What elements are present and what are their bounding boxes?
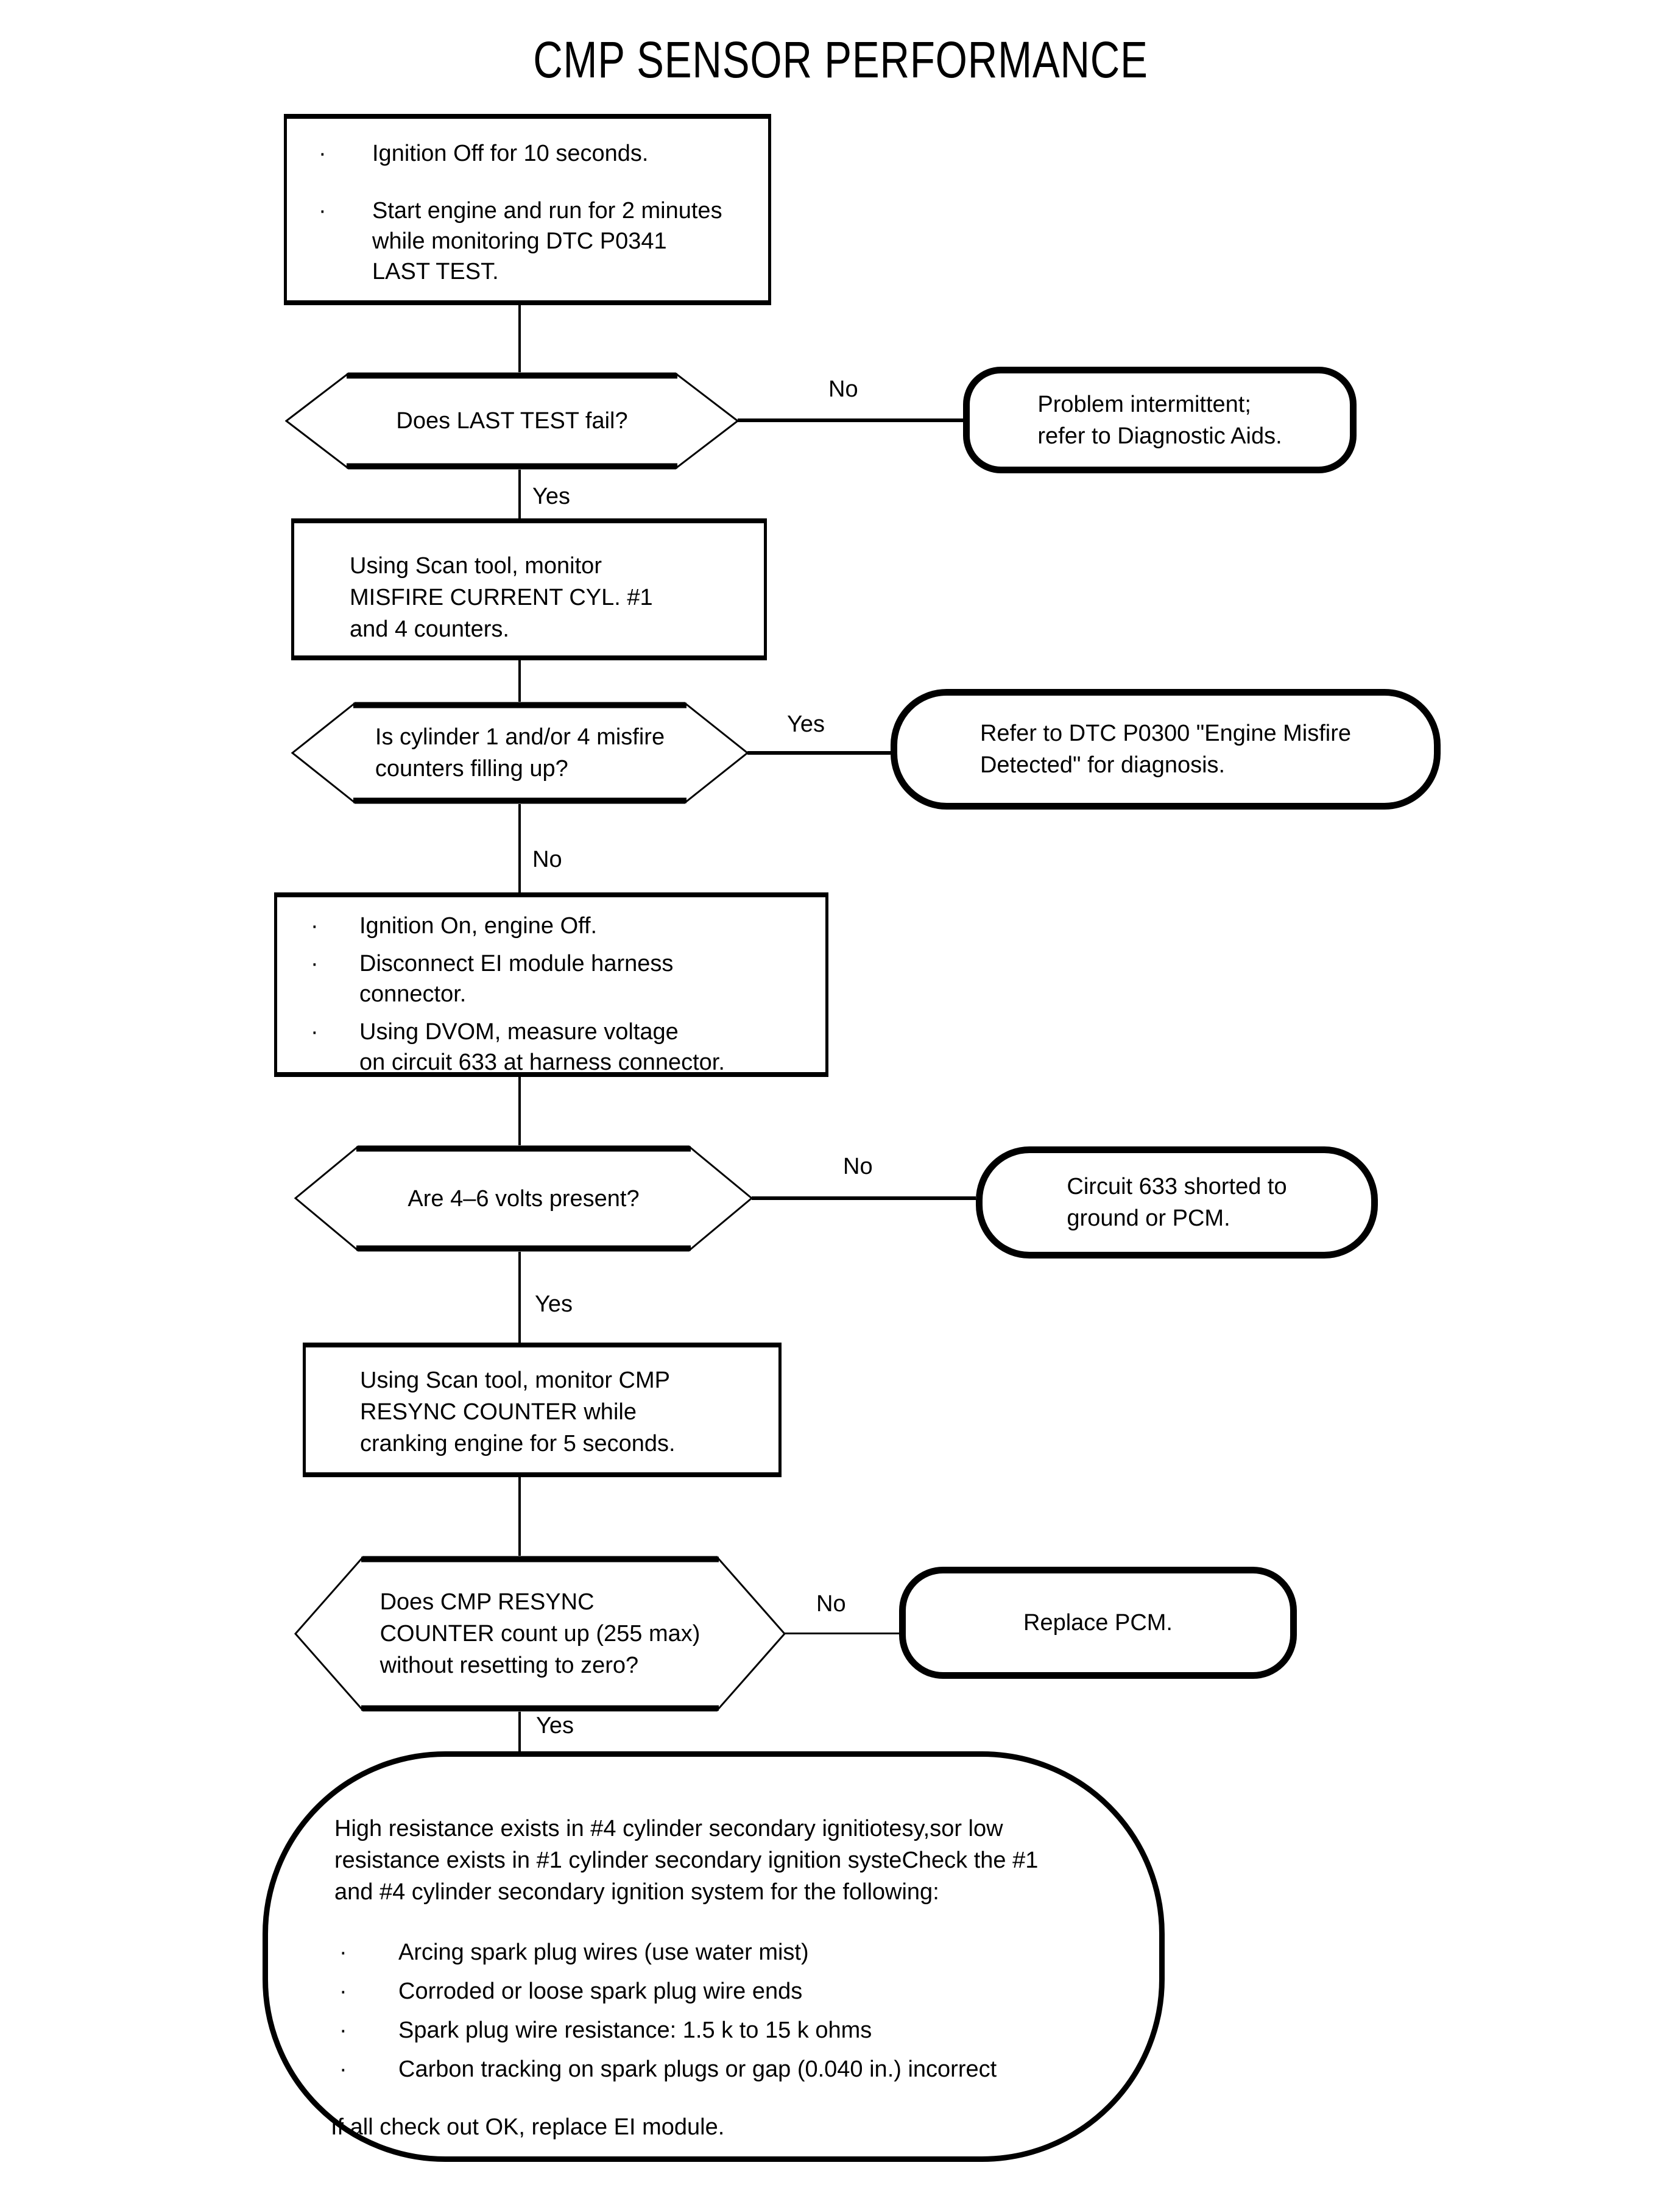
decision4-line1: Does CMP RESYNC: [379, 1589, 595, 1615]
step2-line3: and 4 counters.: [350, 616, 509, 642]
step1-bullet1-line1: Ignition Off for 10 seconds.: [372, 141, 649, 166]
bullet-item: · Spark plug wire resistance: 1.5 k to 1…: [339, 2015, 1159, 2054]
bullet-dot: ·: [319, 141, 326, 166]
bullet-dot: ·: [311, 1019, 319, 1045]
step4-line1: Using Scan tool, monitor CMP: [360, 1368, 670, 1393]
page-title-text: CMP SENSOR PERFORMANCE: [533, 31, 1148, 88]
connector-line: [518, 1077, 521, 1145]
step4-line2: RESYNC COUNTER while: [360, 1399, 637, 1425]
step2-line2: MISFIRE CURRENT CYL. #1: [350, 585, 653, 610]
terminal4-line1: Replace PCM.: [1023, 1610, 1173, 1636]
result-para-line2: resistance exists in #1 cylinder seconda…: [334, 1848, 1039, 1873]
terminal2-line1: Refer to DTC P0300 "Engine Misfire: [979, 721, 1352, 746]
result-bullet2: Corroded or loose spark plug wire ends: [398, 1979, 803, 2004]
bullet-dot: ·: [319, 198, 326, 224]
terminal3-line2: ground or PCM.: [1067, 1206, 1230, 1231]
result-para-line3: and #4 cylinder secondary ignition syste…: [334, 1879, 939, 1905]
decision4-line3: without resetting to zero?: [379, 1653, 639, 1678]
step3-bullet3-line1: Using DVOM, measure voltage: [359, 1019, 679, 1045]
edge-label-yes: Yes: [536, 1713, 574, 1739]
step3-bullet2-line2: connector.: [359, 981, 467, 1007]
connector-line: [518, 1712, 521, 1753]
process-box-ignition-off: · Ignition Off for 10 seconds. · Start e…: [284, 114, 771, 305]
decision3-line1: Are 4–6 volts present?: [408, 1185, 640, 1212]
edge-label-no: No: [843, 1154, 873, 1179]
edge-label-yes: Yes: [787, 711, 825, 737]
edge-label-no: No: [532, 847, 562, 872]
connector-line: [518, 1477, 521, 1556]
result-bullet3: Spark plug wire resistance: 1.5 k to 15 …: [398, 2018, 872, 2043]
terminal-circuit-633-shorted: Circuit 633 shorted to ground or PCM.: [976, 1146, 1378, 1259]
terminal-refer-p0300: Refer to DTC P0300 "Engine Misfire Detec…: [891, 689, 1441, 810]
process-box-measure-voltage: · Ignition On, engine Off. · Disconnect …: [274, 892, 828, 1077]
terminal1-line2: refer to Diagnostic Aids.: [1037, 423, 1282, 449]
step3-bullet3-line2: on circuit 633 at harness connector.: [359, 1050, 725, 1075]
terminal-replace-pcm: Replace PCM.: [899, 1567, 1297, 1679]
decision4-line2: COUNTER count up (255 max): [379, 1621, 701, 1647]
connector-line: [518, 1252, 521, 1343]
decision-misfire-counters: Is cylinder 1 and/or 4 misfire counters …: [291, 702, 749, 804]
step1-bullet2-line1: Start engine and run for 2 minutes: [372, 198, 722, 224]
decision2-line2: counters filling up?: [375, 756, 568, 782]
connector-line: [518, 470, 521, 518]
bullet-item: · Start engine and run for 2 minutes whi…: [319, 196, 762, 287]
bullet-item: · Arcing spark plug wires (use water mis…: [339, 1937, 1159, 1976]
bullet-dot: ·: [311, 913, 319, 939]
step4-line3: cranking engine for 5 seconds.: [360, 1431, 676, 1456]
connector-line: [518, 305, 521, 372]
connector-line: [785, 1633, 899, 1634]
hexagon-shape: [291, 702, 749, 804]
connector-line: [518, 804, 521, 892]
terminal-result-box: High resistance exists in #4 cylinder se…: [263, 1751, 1165, 2162]
decision1-line1: Does LAST TEST fail?: [396, 408, 628, 434]
terminal-problem-intermittent: Problem intermittent; refer to Diagnosti…: [963, 367, 1357, 473]
result-bullet4: Carbon tracking on spark plugs or gap (0…: [398, 2056, 997, 2082]
step3-bullet1-line1: Ignition On, engine Off.: [359, 913, 598, 939]
edge-label-yes: Yes: [532, 484, 570, 509]
connector-line: [738, 418, 963, 422]
bullet-item: · Carbon tracking on spark plugs or gap …: [339, 2054, 1159, 2093]
result-bullet1: Arcing spark plug wires (use water mist): [398, 1940, 809, 1965]
bullet-item: · Using DVOM, measure voltage on circuit…: [311, 1017, 819, 1078]
decision-resync-counter: Does CMP RESYNC COUNTER count up (255 ma…: [294, 1556, 786, 1712]
bullet-item: · Disconnect EI module harness connector…: [311, 948, 819, 1009]
bullet-dot: ·: [339, 2056, 347, 2082]
decision-last-test-fail: Does LAST TEST fail?: [285, 372, 739, 470]
connector-line: [752, 1196, 976, 1200]
terminal3-line1: Circuit 633 shorted to: [1067, 1174, 1287, 1199]
page-title: CMP SENSOR PERFORMANCE: [426, 32, 1255, 88]
edge-label-no: No: [816, 1591, 846, 1617]
bullet-dot: ·: [339, 1940, 347, 1965]
bullet-dot: ·: [311, 951, 319, 976]
bullet-item: · Ignition On, engine Off.: [311, 911, 819, 941]
bullet-item: · Corroded or loose spark plug wire ends: [339, 1976, 1159, 2015]
result-footer: If all check out OK, replace EI module.: [331, 2114, 725, 2140]
process-box-monitor-resync: Using Scan tool, monitor CMP RESYNC COUN…: [303, 1343, 782, 1477]
step1-bullet2-line2: while monitoring DTC P0341: [372, 228, 667, 254]
result-para-line1: High resistance exists in #4 cylinder se…: [334, 1816, 1003, 1841]
terminal1-line1: Problem intermittent;: [1037, 391, 1251, 417]
bullet-item: · Ignition Off for 10 seconds.: [319, 138, 762, 169]
edge-label-yes: Yes: [535, 1291, 573, 1317]
connector-line: [747, 751, 891, 755]
edge-label-no: No: [828, 376, 858, 402]
decision-volts-present: Are 4–6 volts present?: [294, 1145, 753, 1252]
bullet-dot: ·: [339, 2018, 347, 2043]
connector-line: [518, 660, 521, 702]
step1-bullet2-line3: LAST TEST.: [372, 259, 499, 284]
hexagon-shape: [294, 1145, 753, 1252]
step3-bullet2-line1: Disconnect EI module harness: [359, 951, 674, 976]
terminal2-line2: Detected" for diagnosis.: [979, 752, 1226, 778]
decision2-line1: Is cylinder 1 and/or 4 misfire: [375, 724, 665, 750]
step2-line1: Using Scan tool, monitor: [350, 553, 602, 579]
bullet-dot: ·: [339, 1979, 347, 2004]
process-box-monitor-misfire: Using Scan tool, monitor MISFIRE CURRENT…: [291, 518, 767, 660]
